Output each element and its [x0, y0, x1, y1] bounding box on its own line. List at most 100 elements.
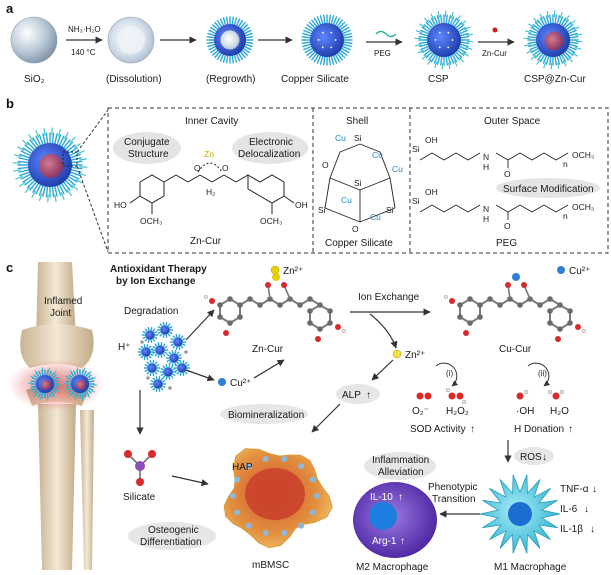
- pill-conjugate-line1: Conjugate: [124, 137, 170, 148]
- cu-label-2: Cu: [372, 150, 383, 160]
- zncur-o-left: O: [194, 163, 201, 173]
- step-csp-label: CSP: [428, 74, 449, 85]
- cu-label-5: Cu: [370, 212, 381, 222]
- peg2-o: O: [504, 221, 511, 231]
- pill-delocalization: [232, 132, 308, 164]
- peg2-n: N: [483, 204, 489, 214]
- sod-activity-label: SOD Activity: [410, 424, 466, 435]
- peg2-oh: OH: [425, 187, 438, 197]
- dissolution-core: [117, 26, 145, 54]
- pill-deloc-line2: Delocalization: [238, 149, 300, 160]
- il1b-down-arrow: ↓: [590, 524, 595, 535]
- arrow-alp-to-cell: [311, 403, 341, 433]
- cucur-molecule: [443, 273, 587, 342]
- copper-silicate-particle: [301, 14, 353, 66]
- shell-title: Shell: [346, 116, 368, 127]
- step-dissolution-label: (Dissolution): [106, 74, 162, 85]
- o2-molecule-icon: [416, 392, 432, 400]
- silica-sphere: [10, 16, 58, 64]
- knee-particle-right: [62, 367, 98, 401]
- peg2-n-sub: n: [563, 211, 568, 221]
- o-label-2: O: [352, 224, 359, 234]
- alp-label: ALP: [342, 390, 361, 401]
- il10-up-arrow: ↑: [398, 492, 403, 503]
- pill-surface-label: Surface Modification: [503, 184, 594, 195]
- o2-label: O₂⁻: [412, 406, 429, 417]
- zncur-mol-label: Zn-Cur: [252, 344, 284, 355]
- h2o-molecule-icon: [547, 389, 565, 400]
- h2o2-label: H₂O₂: [446, 406, 469, 417]
- h2o-label: H₂O: [550, 406, 569, 417]
- arrow-zn-release: [369, 313, 398, 349]
- arrow-zncur-label: Zn-Cur: [482, 49, 507, 58]
- step-i-label: (i): [446, 369, 453, 378]
- degradation-label: Degradation: [124, 306, 178, 317]
- m2-label: M2 Macrophage: [356, 562, 429, 573]
- alp-pill: [336, 384, 380, 404]
- arg1-label: Arg-1: [372, 536, 397, 547]
- condition-nh3: NH₃·H₂O: [68, 25, 101, 34]
- step-copper-label: Copper Silicate: [281, 74, 349, 85]
- copper-silicate-structure: [324, 143, 396, 223]
- peg-caption: PEG: [496, 238, 517, 249]
- arg1-up-arrow: ↑: [400, 536, 405, 547]
- cu-label-4: Cu: [341, 195, 352, 205]
- peg-structure: [419, 152, 569, 220]
- zoom-box: [62, 151, 78, 167]
- csp-particle: [414, 10, 474, 70]
- step-ii-label: (ii): [538, 369, 547, 378]
- zncur-h2: H₂: [206, 187, 215, 197]
- si-label-3: Si: [318, 205, 326, 215]
- arrow-silicate-to-cell: [171, 475, 209, 487]
- cycle-sod-icon: [435, 362, 459, 387]
- regrowth-particle: [206, 16, 254, 64]
- pill-conjugate: [113, 132, 181, 164]
- ros-label: ROS: [520, 452, 542, 463]
- arrow-peg-label: PEG: [374, 49, 391, 58]
- oh-molecule-icon: [516, 389, 529, 400]
- si-label-1: Si: [354, 133, 362, 143]
- phenotypic-line2: Transition: [432, 494, 476, 505]
- zn-atom-label: Zn: [204, 149, 214, 159]
- peg1-och3: OCH₃: [572, 150, 594, 160]
- knee-particle-left: [27, 367, 63, 401]
- pill-surface-modification: [496, 178, 600, 198]
- m1-label: M1 Macrophage: [494, 562, 567, 573]
- peg1-oh: OH: [425, 135, 438, 145]
- cu-ion-label: Cu²⁺: [230, 378, 251, 389]
- arrow-zn-to-alp: [371, 359, 394, 381]
- peg1-si: Si: [412, 144, 420, 154]
- zncur-molecule: [203, 273, 347, 342]
- alp-up-arrow: ↑: [366, 390, 371, 401]
- peg1-h: H: [483, 162, 489, 172]
- pill-deloc-line1: Electronic: [249, 137, 293, 148]
- arrow-to-zncur: [185, 309, 215, 341]
- cycle-h-icon: [527, 362, 551, 387]
- peg-chain-icon: [375, 30, 397, 38]
- zncur-dot-icon: [492, 27, 498, 33]
- zn-ion-icon: [392, 349, 402, 359]
- zncur-och3-left: OCH₃: [140, 216, 162, 226]
- zoom-line-bottom: [76, 165, 109, 253]
- inner-cavity-title: Inner Cavity: [185, 116, 238, 127]
- step-cspzncur-label: CSP@Zn-Cur: [524, 74, 586, 85]
- pill-conjugate-line2: Structure: [128, 149, 169, 160]
- h-donation-up-arrow: ↑: [568, 424, 573, 435]
- peg1-n-sub: n: [563, 159, 568, 169]
- inflamed-line1: Inflamed: [44, 296, 82, 307]
- si-label-2: Si: [354, 178, 362, 188]
- m1-macrophage-cell: [479, 474, 561, 554]
- h-plus-label: H⁺: [118, 342, 131, 353]
- il6-label: IL-6: [560, 504, 578, 515]
- osteogenic-line1: Osteogenic: [148, 525, 199, 536]
- inflammation-line1: Inflammation: [372, 455, 429, 466]
- zncur-oh: OH: [295, 200, 308, 210]
- silicate-molecule-icon: [124, 450, 156, 486]
- il6-down-arrow: ↓: [584, 504, 589, 515]
- zncur-och3-right: OCH₃: [260, 216, 282, 226]
- therapy-title-line2: by Ion Exchange: [116, 276, 196, 287]
- ros-down-arrow: ↓: [542, 452, 547, 463]
- h-donation-label: H Donation: [514, 424, 564, 435]
- outer-space-title: Outer Space: [484, 116, 541, 127]
- zncur-o-right: O: [222, 163, 229, 173]
